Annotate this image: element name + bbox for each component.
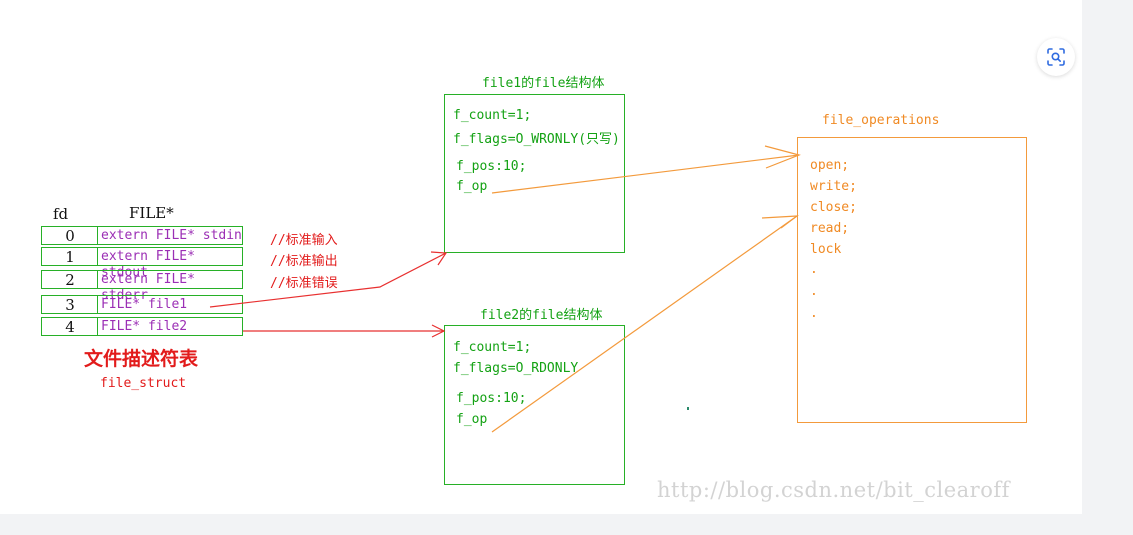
arrowhead-fd3-to-file1 — [430, 251, 448, 266]
column-divider — [97, 227, 98, 244]
fd-number: 4 — [65, 318, 75, 336]
scan-icon — [1047, 48, 1065, 66]
op-item: . — [810, 306, 818, 321]
file1-struct-box: f_count=1; f_flags=O_WRONLY(只写) f_pos:10… — [444, 94, 625, 253]
arrowhead-file1-fop-to-ops — [764, 145, 801, 169]
file-operations-title: file_operations — [822, 113, 940, 128]
file1-f-flags: f_flags=O_WRONLY(只写) — [453, 132, 620, 147]
arrowhead-file2-fop-to-ops — [761, 215, 799, 229]
file2-struct-title: file2的file结构体 — [480, 308, 603, 323]
diagram-canvas: fd FILE* 0 extern FILE* stdin 1 extern F… — [0, 0, 1082, 514]
file2-f-op: f_op — [456, 412, 488, 427]
comment-stdout: //标准输出 — [270, 254, 338, 269]
file-pointer-header: FILE* — [129, 204, 174, 222]
stray-mark — [687, 407, 689, 410]
fd-row-1: 1 extern FILE* stdout — [41, 247, 243, 280]
file2-f-pos: f_pos:10; — [456, 391, 527, 406]
fd-entry: FILE* file2 — [101, 319, 188, 334]
column-divider — [97, 248, 98, 265]
file2-f-count: f_count=1; — [453, 340, 532, 355]
fd-number: 0 — [65, 227, 75, 245]
column-divider — [97, 271, 98, 288]
file1-f-count: f_count=1; — [453, 108, 532, 123]
file1-f-pos: f_pos:10; — [456, 159, 527, 174]
op-item: open; — [810, 158, 850, 173]
comment-stderr: //标准错误 — [270, 276, 338, 291]
fd-table-subtitle: file_struct — [100, 376, 187, 391]
fd-number: 2 — [65, 271, 75, 289]
op-item: . — [810, 284, 818, 299]
fd-number: 3 — [65, 296, 75, 314]
fd-header: fd — [53, 205, 69, 223]
fd-row-0: 0 extern FILE* stdin — [41, 226, 243, 245]
watermark: http://blog.csdn.net/bit_clearoff — [657, 478, 1010, 502]
column-divider — [97, 296, 98, 313]
file-operations-box: open; write; close; read; lock . . . — [797, 137, 1027, 423]
op-item: lock — [810, 242, 842, 257]
op-item: . — [810, 262, 818, 277]
fd-number: 1 — [65, 248, 75, 266]
op-item: read; — [810, 221, 850, 236]
fd-row-4: 4 FILE* file2 — [41, 317, 243, 336]
file2-f-flags: f_flags=O_RDONLY — [453, 361, 579, 376]
file2-struct-box: f_count=1; f_flags=O_RDONLY f_pos:10; f_… — [444, 325, 625, 485]
file1-f-op: f_op — [456, 179, 488, 194]
column-divider — [97, 318, 98, 335]
fd-entry: extern FILE* stdout — [101, 249, 195, 280]
arrowhead-fd4-to-file2 — [431, 324, 446, 338]
fd-row-2: 2 extern FILE* stderr — [41, 270, 243, 303]
fd-table-title: 文件描述符表 — [84, 348, 199, 370]
file1-struct-title: file1的file结构体 — [482, 76, 605, 91]
op-item: close; — [810, 200, 857, 215]
scan-button[interactable] — [1037, 38, 1075, 76]
fd-entry: FILE* file1 — [101, 297, 188, 312]
fd-row-3: 3 FILE* file1 — [41, 295, 243, 314]
comment-stdin: //标准输入 — [270, 233, 338, 248]
fd-entry: extern FILE* stdin — [101, 228, 242, 243]
op-item: write; — [810, 179, 857, 194]
